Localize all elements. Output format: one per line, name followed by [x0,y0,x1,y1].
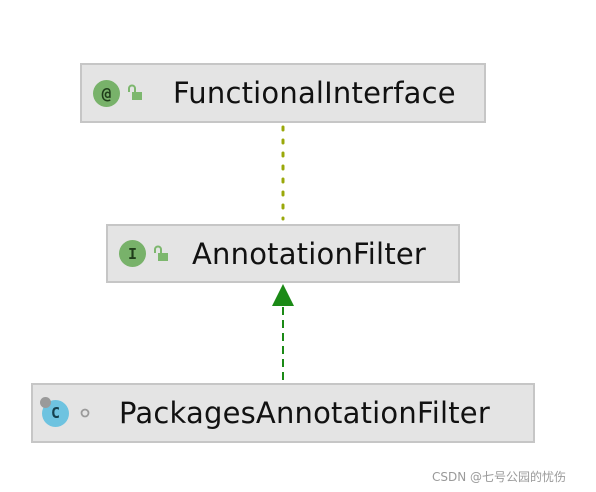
abstract-marker-icon [40,396,51,408]
class-icon-glyph: C [50,404,61,422]
node-label: FunctionalInterface [173,76,456,110]
public-lock-icon [128,84,142,100]
node-annotation-filter[interactable]: I AnnotationFilter [106,224,460,283]
interface-icon: I [119,240,146,267]
node-label: AnnotationFilter [192,236,427,271]
node-functional-interface[interactable]: @ FunctionalInterface [80,63,486,123]
watermark-text: CSDN @七号公园的忧伤 [432,470,567,484]
class-icon: C [40,396,69,427]
package-private-dot-icon [80,408,90,418]
annotation-type-icon: @ [93,79,120,107]
implements-arrowhead [272,284,294,306]
node-packages-annotation-filter[interactable]: C PackagesAnnotationFilter [31,383,535,443]
node-label: PackagesAnnotationFilter [119,396,490,430]
public-lock-icon [154,245,168,261]
